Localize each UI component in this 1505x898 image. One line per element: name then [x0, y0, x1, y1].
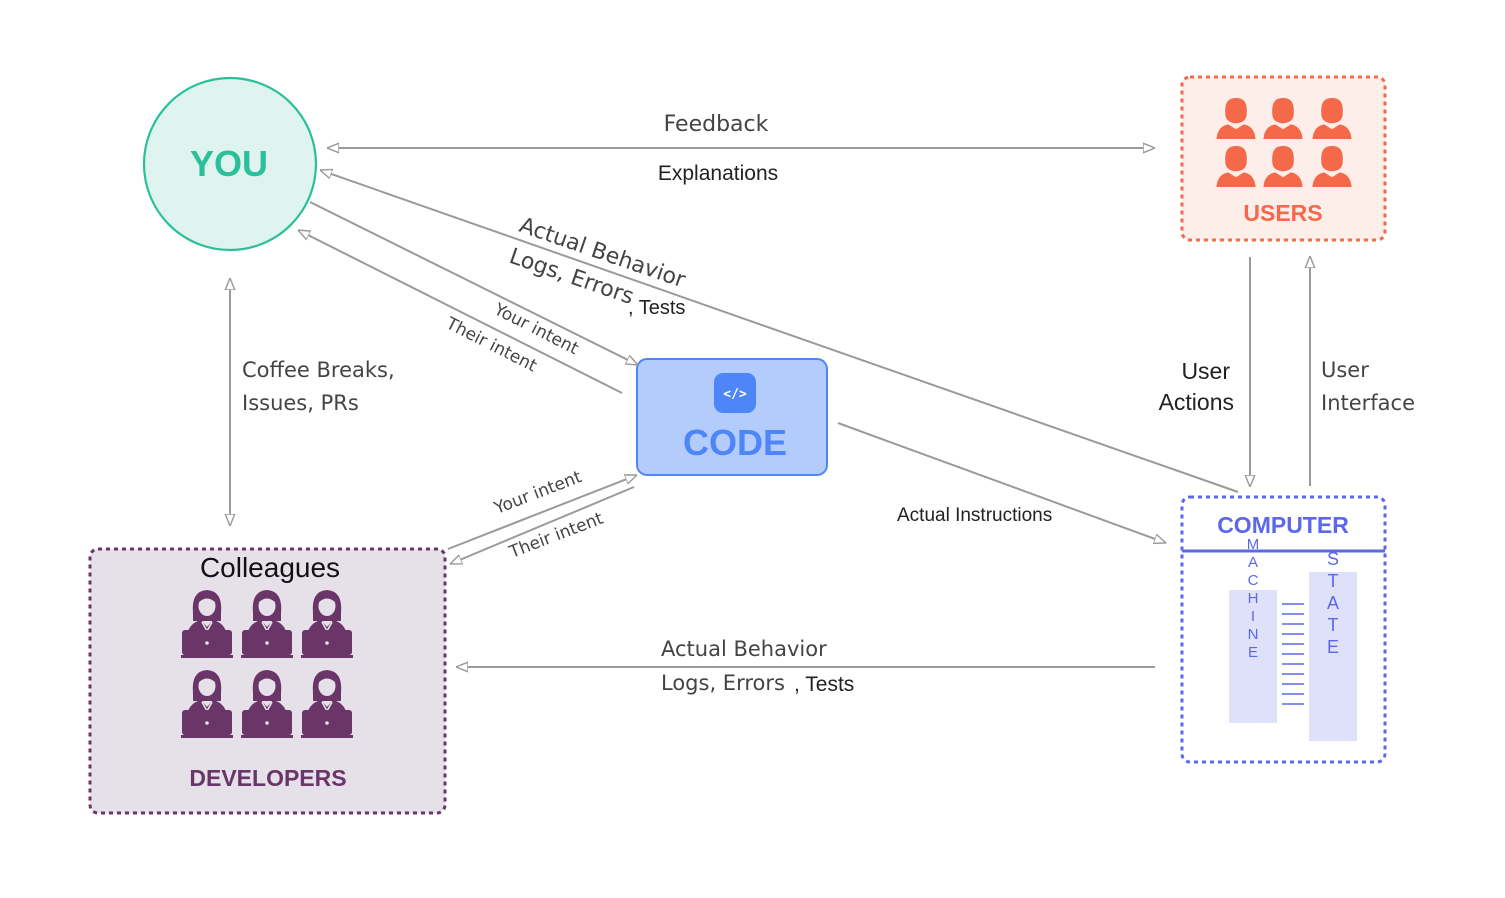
code-node[interactable]: </> CODE: [636, 358, 828, 476]
developers-label: DEVELOPERS: [189, 765, 346, 791]
state-column: [1309, 572, 1357, 741]
logs-errors-label-bottom: Logs, Errors: [661, 671, 785, 695]
you-circle: [142, 76, 318, 252]
you-node[interactable]: YOU: [142, 76, 318, 252]
user-interface-label-line1: User: [1321, 358, 1369, 382]
developers-title: Colleagues: [200, 552, 340, 583]
user-interface-label-line2: Interface: [1321, 391, 1415, 415]
machine-label: MACHINE: [1245, 536, 1262, 662]
your-intent-arrow-bottom: [447, 474, 637, 550]
their-intent-arrow-bottom: [450, 486, 635, 565]
their-intent-arrow-top: [298, 229, 623, 394]
actual-behavior-label-bottom: Actual Behavior: [661, 637, 827, 661]
coffee-breaks-label-line1: Coffee Breaks,: [242, 358, 395, 382]
code-label: CODE: [683, 422, 787, 463]
machine-column: [1229, 590, 1277, 723]
your-intent-label-bottom: Your intent: [491, 467, 585, 519]
actual-instructions-arrow: [837, 422, 1166, 543]
feedback-label: Feedback: [664, 112, 769, 137]
explanations-label: Explanations: [658, 162, 778, 185]
computer-node[interactable]: COMPUTER MACHINE STATE: [1180, 495, 1387, 764]
actual-behavior-arrow-top: [320, 170, 1239, 493]
users-node[interactable]: USERS: [1180, 75, 1387, 242]
state-label: STATE: [1323, 549, 1343, 659]
tests-label-top: , Tests: [628, 297, 685, 319]
state-transfer-lines: [1282, 603, 1304, 705]
user-actions-label-line1: User: [1181, 358, 1230, 384]
your-intent-arrow-top: [309, 201, 638, 366]
actual-instructions-label: Actual Instructions: [897, 505, 1052, 526]
users-label: USERS: [1243, 200, 1322, 226]
code-box: [636, 358, 828, 476]
tests-label-bottom: , Tests: [794, 673, 854, 696]
you-label: YOU: [190, 143, 268, 184]
coffee-breaks-label-line2: Issues, PRs: [242, 391, 359, 415]
computer-label: COMPUTER: [1217, 512, 1349, 538]
their-intent-label-bottom: Their intent: [506, 508, 607, 563]
svg-text:</>: </>: [723, 387, 747, 402]
connectors: [230, 148, 1310, 667]
developers-node[interactable]: Colleagues DEVELOPERS: [88, 547, 447, 815]
code-icon: </>: [714, 373, 756, 413]
user-actions-label-line2: Actions: [1159, 389, 1234, 415]
